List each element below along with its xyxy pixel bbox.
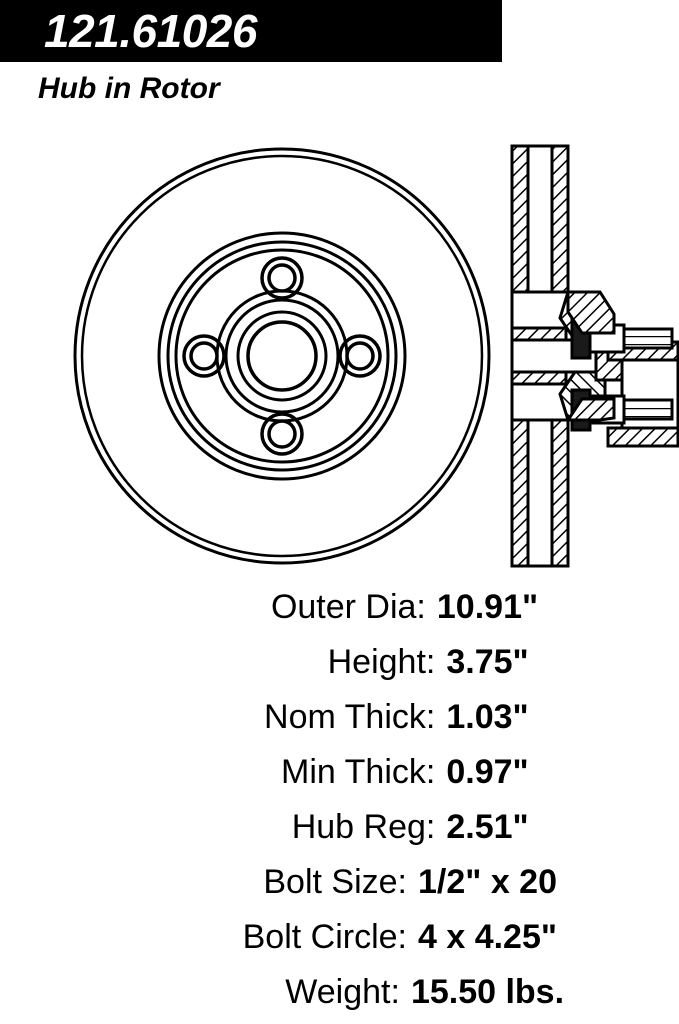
bolt-hole-top — [260, 256, 304, 300]
rotor-hat-ring-inner — [174, 248, 390, 464]
hat-shoulder-lower — [510, 370, 568, 386]
subtitle-text: Hub in Rotor — [38, 72, 220, 105]
bolt-hole-right — [338, 334, 382, 378]
spec-value-height: 3.75" — [446, 643, 529, 681]
spec-row-hub-reg: Hub Reg: 2.51" — [0, 800, 679, 855]
technical-drawing — [0, 128, 679, 578]
spec-row-outer-dia: Outer Dia: 10.91" — [0, 580, 679, 635]
spec-label-bolt-size: Bolt Size: — [263, 863, 407, 901]
rotor-vent-gap-lower — [526, 418, 554, 568]
bolt-hole-bottom — [260, 412, 304, 456]
part-number-text: 121.61026 — [44, 5, 257, 57]
bolt-hole-left — [182, 334, 226, 378]
spec-row-height: Height: 3.75" — [0, 635, 679, 690]
spec-label-bolt-circle: Bolt Circle: — [242, 918, 407, 956]
hub-boss-ring-inner — [236, 310, 328, 402]
part-number-bar: 121.61026 — [0, 0, 502, 62]
specification-list: Outer Dia: 10.91" Height: 3.75" Nom Thic… — [0, 580, 679, 1020]
spec-label-height: Height: — [327, 643, 436, 681]
hat-shoulder-upper — [510, 326, 568, 342]
stud-thread-lower — [622, 398, 674, 421]
hat-cap-lower — [565, 397, 616, 422]
rotor-plate-lower-inner — [550, 418, 570, 568]
hat-cap-upper — [566, 290, 616, 335]
rotor-face-view — [73, 147, 491, 565]
spec-row-bolt-circle: Bolt Circle: 4 x 4.25" — [0, 910, 679, 965]
drawing-svg — [73, 144, 679, 568]
rotor-vent-gap-upper — [526, 144, 554, 294]
center-bore-circle — [246, 320, 318, 392]
rotor-hat-ring-outer — [157, 231, 407, 481]
spec-row-weight: Weight: 15.50 lbs. — [0, 965, 679, 1020]
rotor-outer-circle — [73, 147, 491, 565]
spec-label-hub-reg: Hub Reg: — [291, 808, 436, 846]
spec-label-nom-thick: Nom Thick: — [264, 698, 436, 736]
rotor-hat-ring-mid — [166, 240, 398, 472]
spec-row-bolt-size: Bolt Size: 1/2" x 20 — [0, 855, 679, 910]
rotor-plate-lower-outer — [510, 418, 530, 568]
wheel-stud-upper — [570, 316, 674, 360]
spec-value-bolt-circle: 4 x 4.25" — [417, 918, 557, 956]
rotor-outer-circle-inner — [80, 154, 484, 558]
spec-row-min-thick: Min Thick: 0.97" — [0, 745, 679, 800]
spec-row-nom-thick: Nom Thick: 1.03" — [0, 690, 679, 745]
spec-value-hub-reg: 2.51" — [446, 808, 529, 846]
stud-thread-upper — [622, 327, 674, 350]
spec-value-bolt-size: 1/2" x 20 — [417, 863, 557, 901]
spec-label-min-thick: Min Thick: — [281, 753, 436, 791]
rotor-plate-upper-outer — [510, 144, 530, 294]
spec-label-outer-dia: Outer Dia: — [270, 588, 426, 626]
spec-value-weight: 15.50 lbs. — [410, 973, 565, 1011]
spec-label-weight: Weight: — [285, 973, 400, 1011]
spec-value-min-thick: 0.97" — [446, 753, 529, 791]
hub-bore-lower-wall — [606, 426, 679, 448]
rotor-cross-section-view — [510, 144, 679, 568]
hub-boss-ring-mid — [224, 298, 340, 414]
spec-value-outer-dia: 10.91" — [436, 588, 539, 626]
rotor-plate-upper-inner — [550, 144, 570, 294]
spec-value-nom-thick: 1.03" — [446, 698, 529, 736]
